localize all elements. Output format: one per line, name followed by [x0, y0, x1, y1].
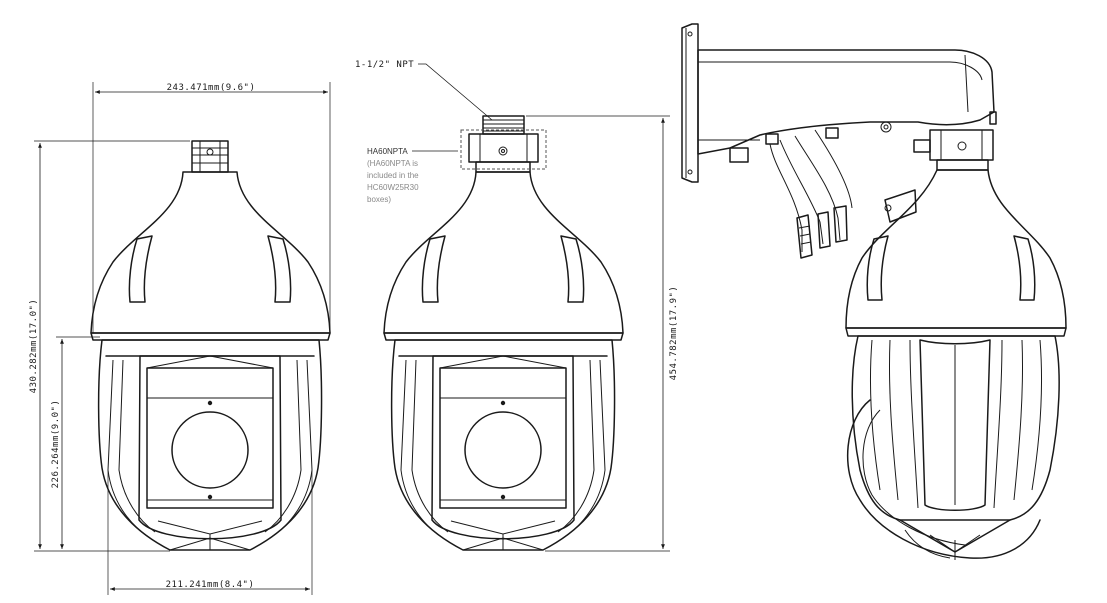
- side-view-with-adapter: [383, 115, 624, 551]
- overall-height-label: 430.282mm(17.0"): [29, 299, 39, 394]
- lower-height-dimension: 226.264mm(9.0"): [51, 336, 100, 549]
- bottom-width-dimension: 211.241mm(8.4"): [107, 470, 313, 595]
- npt-callout: 1-1/2" NPT: [355, 60, 493, 121]
- overall-height-dimension: 430.282mm(17.0"): [29, 140, 190, 552]
- adapter-note-line-1: (HA60NPTA is: [367, 159, 418, 168]
- lower-height-label: 226.264mm(9.0"): [51, 400, 61, 489]
- top-width-label: 243.471mm(9.6"): [167, 83, 256, 93]
- top-width-dimension: 243.471mm(9.6"): [92, 82, 331, 333]
- front-view: [90, 140, 331, 551]
- adapter-note-line-2: included in the: [367, 171, 419, 180]
- npt-label: 1-1/2" NPT: [355, 60, 414, 70]
- adapter-note-line-3: HC60W25R30: [367, 183, 419, 192]
- adapter-note-line-4: boxes): [367, 195, 391, 204]
- adapter-name-label: HA60NPTA: [367, 147, 408, 156]
- adapter-height-dimension: 454.782mm(17.9"): [526, 115, 679, 552]
- adapter-height-label: 454.782mm(17.9"): [669, 286, 679, 381]
- wall-mount-view: [681, 23, 1067, 560]
- bottom-width-label: 211.241mm(8.4"): [166, 580, 255, 590]
- adapter-note: HA60NPTA (HA60NPTA is included in the HC…: [367, 147, 458, 204]
- adapter-highlight-box: [460, 129, 547, 170]
